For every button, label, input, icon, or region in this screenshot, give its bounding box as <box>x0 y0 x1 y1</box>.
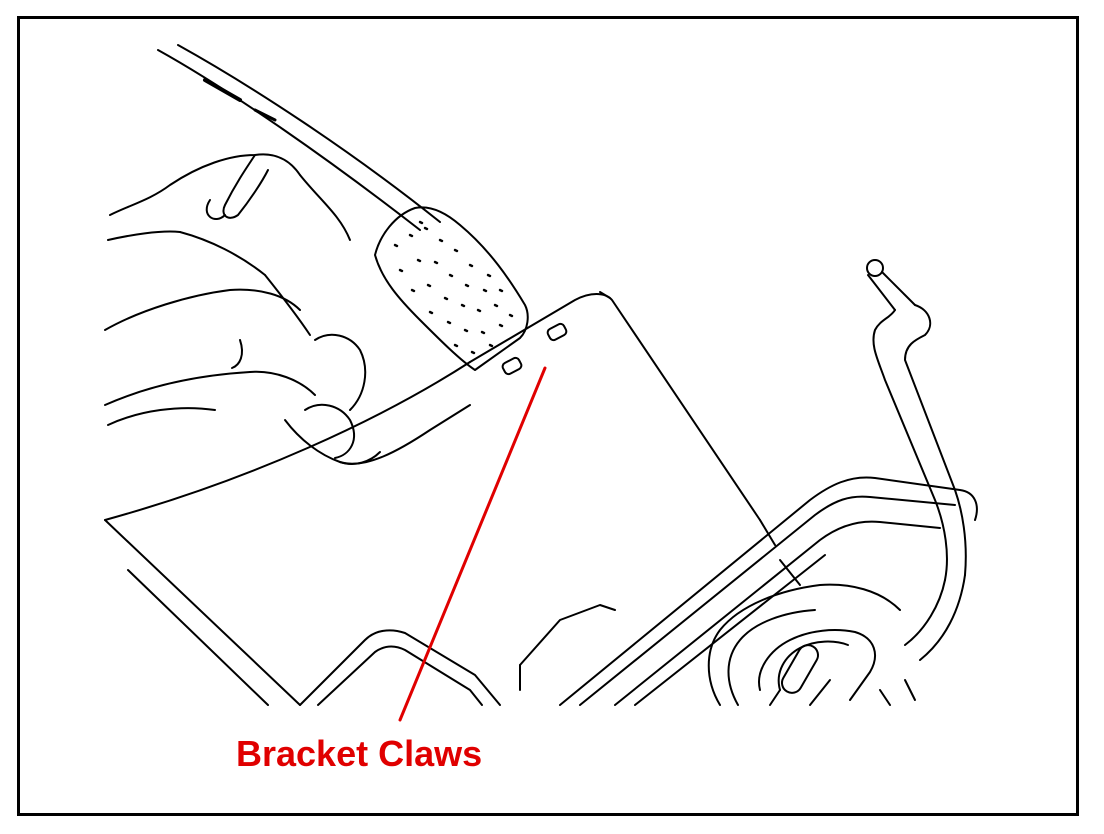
hand <box>104 153 471 465</box>
lower-contours <box>127 569 616 706</box>
callout-leader-line <box>398 366 547 722</box>
bracket-frame <box>559 476 978 706</box>
diagram-frame <box>17 16 1079 816</box>
bracket-claw-slot-left <box>501 356 523 376</box>
grommet <box>707 583 901 706</box>
bracket-claw-slot-right <box>546 322 568 342</box>
trim-strip <box>157 44 441 231</box>
wire-hook <box>866 259 967 581</box>
callout-label-bracket-claws: Bracket Claws <box>236 733 483 774</box>
tool-grip <box>374 206 529 371</box>
bracket-panel <box>104 291 761 706</box>
